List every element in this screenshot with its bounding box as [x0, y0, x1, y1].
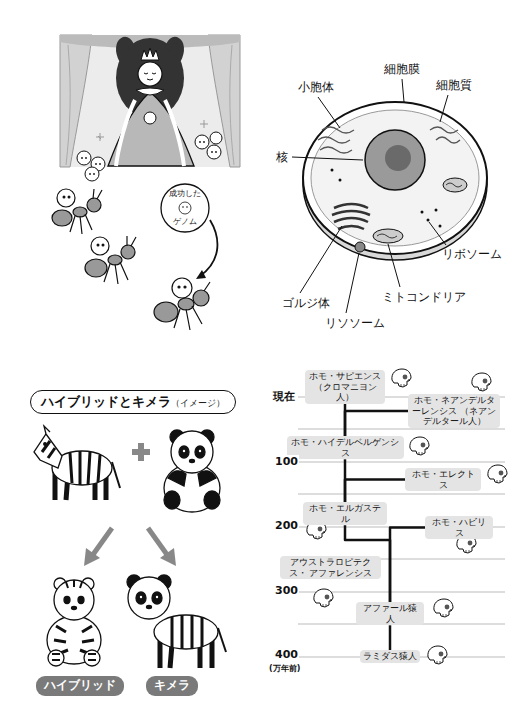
- tree-branch: [389, 625, 392, 650]
- species-box: ホモ・エレクトス: [405, 468, 481, 491]
- node-text: ハイブリッドとキメラ: [41, 393, 171, 411]
- tree-branch: [345, 411, 408, 436]
- species-box: アウストラロピテクス・ アファレンシス: [280, 556, 381, 579]
- part-name: 小胞体: [298, 80, 334, 94]
- species-box: ホモ・ネアンデルターレンシス （ネアンデルタール人）: [408, 394, 500, 428]
- species-box: ホモ・ハビリス: [425, 516, 493, 539]
- species-box: ラミダス猿人: [360, 650, 420, 663]
- result-arrows: [84, 528, 176, 566]
- node-text: 成功した: [160, 190, 210, 198]
- node-text: ホモ・エルガステル: [306, 503, 384, 524]
- tree-branch: [344, 459, 347, 502]
- node-text: ハイブリッド: [44, 678, 116, 694]
- node-text: （イメージ）: [171, 397, 225, 410]
- node-text: ホモ・ハビリス: [428, 517, 490, 538]
- node-text: ラミダス猿人: [363, 651, 417, 662]
- time-label: 300: [274, 584, 299, 597]
- part-name: リボソーム: [442, 247, 502, 261]
- result-box: ハイブリッド: [36, 676, 124, 696]
- leader-lines: [292, 79, 448, 313]
- title-box: ハイブリッドとキメラ（イメージ）: [30, 390, 236, 414]
- hybrid-drawing: [47, 578, 101, 666]
- time-label: 400: [274, 648, 299, 661]
- time-label: 100: [274, 455, 299, 468]
- part-name: 細胞質: [436, 78, 472, 92]
- part-name: 核: [276, 150, 288, 164]
- chimera-drawing: [127, 575, 226, 668]
- species-box: ホモ・サピエンス （クロマニヨン人）: [305, 370, 385, 404]
- node-text: ホモ・ハイデルベルゲンシス: [290, 437, 401, 458]
- part-name: ゴルジ体: [282, 296, 330, 310]
- panda-drawing: [164, 430, 220, 512]
- part-name: ミトコンドリア: [382, 290, 466, 304]
- node-text: ホモ・ネアンデルターレンシス （ネアンデルタール人）: [411, 395, 497, 427]
- result-box: キメラ: [146, 676, 198, 696]
- species-box: ホモ・ハイデルベルゲンシス: [287, 436, 404, 459]
- cell-drawing: [303, 102, 487, 260]
- zebra-drawing: [34, 426, 120, 500]
- pointer-arrow: [196, 220, 217, 279]
- node-text: キメラ: [154, 678, 190, 694]
- species-box: ホモ・エルガステル: [303, 502, 387, 525]
- ant-figures: [52, 189, 210, 330]
- node-text: ホモ・エレクトス: [408, 469, 478, 490]
- time-label: (万年前): [268, 664, 301, 674]
- node-text: アファール猿人: [359, 603, 421, 624]
- node-text: ゲノム: [160, 218, 210, 226]
- time-label: 現在: [272, 390, 296, 403]
- time-label: 200: [274, 519, 299, 532]
- plus-sign: [132, 443, 150, 461]
- part-name: リソソーム: [325, 316, 385, 330]
- genome-circle: 成功したゲノム: [160, 183, 210, 233]
- node-text: ホモ・サピエンス （クロマニヨン人）: [308, 371, 382, 403]
- species-box: アファール猿人: [356, 602, 424, 625]
- node-text: アウストラロピテクス・ アファレンシス: [283, 557, 378, 578]
- tree-branch: [345, 480, 405, 502]
- part-name: 細胞膜: [384, 62, 420, 76]
- tree-branch: [390, 528, 425, 602]
- queen-scene: [60, 35, 240, 181]
